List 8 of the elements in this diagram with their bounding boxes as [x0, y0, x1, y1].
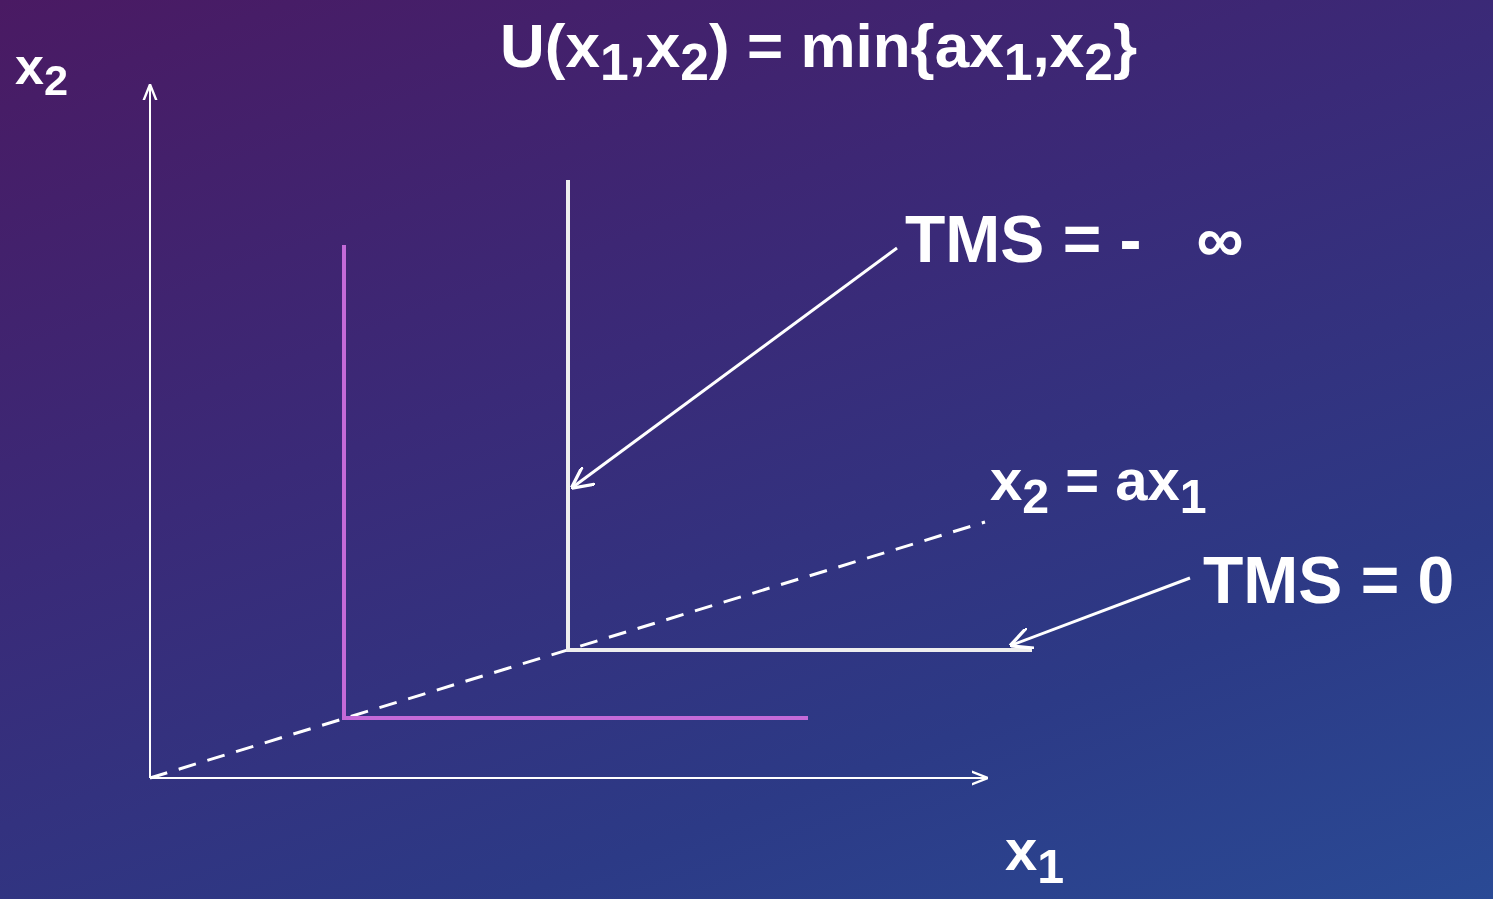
- leader-line: [569, 246, 898, 490]
- axis-label: x$_{1}$: [1005, 818, 1065, 893]
- leader-line: [1008, 576, 1191, 650]
- callout-text: TMS = - ∞: [905, 203, 1244, 276]
- callout-text: TMS = 0: [1203, 544, 1455, 617]
- line-label: x$_{2}$ = ax$_{1}$: [990, 448, 1207, 523]
- axis-label: x$_{2}$: [15, 38, 69, 106]
- title: U(x$_{1}$,x$_{2}$) = min{ax$_{1}$,x$_{2}$}: [500, 12, 1138, 92]
